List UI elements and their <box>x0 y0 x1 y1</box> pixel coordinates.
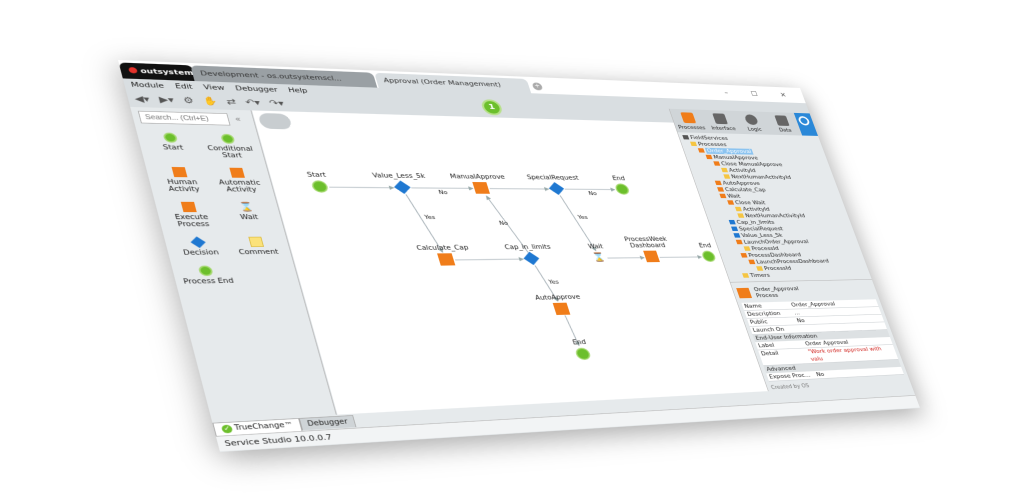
edge-label-no: No <box>437 189 449 196</box>
tree-node-icon <box>721 167 729 173</box>
edge-label-yes: Yes <box>547 279 560 286</box>
node-end[interactable]: End <box>588 175 652 195</box>
tree-node-icon <box>734 206 742 212</box>
decision-icon <box>190 236 206 249</box>
human-activity-icon <box>472 181 490 194</box>
decision-icon <box>394 180 411 194</box>
property-key: Detail <box>760 350 780 358</box>
tree-node-icon <box>697 148 705 153</box>
decision-icon <box>548 182 565 196</box>
publish-icon[interactable]: ✋ <box>202 96 219 107</box>
node-process-week-dashboard[interactable]: ProcessWeek Dashboard <box>616 236 683 263</box>
collapse-icon[interactable]: « <box>233 114 242 124</box>
back-icon[interactable]: ◀▾ <box>133 94 151 105</box>
tree-node-icon <box>748 259 756 265</box>
tree-node-icon <box>682 135 690 140</box>
tree-node-icon <box>735 239 743 245</box>
tool-decision[interactable]: Decision <box>167 236 231 257</box>
node-manual-approve[interactable]: ManualApprove <box>445 174 514 194</box>
menu-view[interactable]: View <box>202 83 226 92</box>
tree-item[interactable]: Timers <box>731 271 868 280</box>
property-value[interactable]: No <box>795 317 806 324</box>
property-value[interactable]: Order_Approval <box>790 300 837 309</box>
tool-execute-process[interactable]: Execute Process <box>158 201 223 228</box>
new-tab-button[interactable]: + <box>531 82 544 91</box>
tool-comment[interactable]: Comment <box>226 236 288 257</box>
tree-node-icon <box>723 174 731 179</box>
service-studio-window: outsystems Development - os.outsystemscl… <box>118 60 920 452</box>
execute-process-icon <box>180 201 197 213</box>
property-key: Expose Proc... <box>768 371 812 381</box>
edge-label-no: No <box>498 220 509 227</box>
window-controls[interactable]: – ☐ ✕ <box>723 88 798 99</box>
tool-automatic-activity[interactable]: Automatic Activity <box>207 167 270 193</box>
decision-icon <box>523 251 540 266</box>
start-icon <box>162 132 179 143</box>
tree-node-icon <box>740 253 748 258</box>
forward-icon[interactable]: ▶▾ <box>158 94 176 106</box>
tab-debugger[interactable]: Debugger <box>298 415 357 431</box>
gear-icon[interactable]: ⚙ <box>182 95 196 106</box>
menu-module[interactable]: Module <box>129 80 165 90</box>
hourglass-icon: ⌛ <box>238 202 256 213</box>
node-calculate-cap[interactable]: Calculate_Cap <box>409 245 481 266</box>
compare-icon[interactable]: ⇄ <box>225 97 238 108</box>
tool-human-activity[interactable]: Human Activity <box>149 166 214 193</box>
end-icon <box>197 265 214 277</box>
edge-special-wait <box>560 195 596 250</box>
node-cap-in-limits[interactable]: Cap_in_limits <box>495 244 564 266</box>
check-icon: ✓ <box>220 424 234 434</box>
hourglass-icon: ⌛ <box>591 251 608 263</box>
tree-node-icon <box>727 200 735 205</box>
tree-node-icon <box>731 226 739 231</box>
undo-icon[interactable]: ↶▾ <box>244 97 262 108</box>
automatic-activity-icon <box>229 167 245 178</box>
comment-icon <box>248 236 264 248</box>
tool-process-end[interactable]: Process End <box>175 265 239 286</box>
edge-label-yes: Yes <box>577 214 589 221</box>
tree-node-icon <box>742 273 750 278</box>
end-icon <box>700 250 717 262</box>
node-auto-approve[interactable]: AutoApprove <box>526 294 595 316</box>
tree-node-icon <box>728 219 736 225</box>
node-value-less-5k[interactable]: Value_Less_5k <box>365 173 437 194</box>
execute-process-icon <box>643 250 660 263</box>
tree-node-icon <box>690 141 698 147</box>
redo-icon[interactable]: ↷▾ <box>267 98 286 109</box>
menu-edit[interactable]: Edit <box>174 82 194 91</box>
search-input[interactable] <box>137 110 231 126</box>
tree-node-icon <box>733 233 741 238</box>
tool-start[interactable]: Start <box>140 132 205 159</box>
tree-node-icon <box>714 180 722 186</box>
edge-value-calc <box>406 194 443 252</box>
node-start[interactable]: Start <box>281 171 356 193</box>
process-icon <box>736 287 753 299</box>
tree-node-icon <box>756 266 764 271</box>
end-icon <box>574 347 592 361</box>
node-end[interactable]: End <box>547 338 616 361</box>
edge-label-yes: Yes <box>423 214 437 221</box>
node-special-request[interactable]: SpecialRequest <box>522 174 589 196</box>
conditional-start-icon <box>219 133 236 144</box>
automatic-activity-icon <box>552 302 571 316</box>
tree-node-icon <box>743 246 751 251</box>
tree-node-icon <box>717 187 725 192</box>
tree-node-icon <box>713 161 721 166</box>
human-activity-icon <box>171 166 188 178</box>
end-icon <box>613 183 631 195</box>
menu-help[interactable]: Help <box>287 86 309 95</box>
outsystems-logo[interactable]: outsystems <box>118 62 200 82</box>
tree-node-icon <box>719 193 727 199</box>
props-subtitle: Process <box>755 292 780 299</box>
tool-conditional-start[interactable]: Conditional Start <box>198 133 261 159</box>
property-value[interactable]: No <box>815 371 826 378</box>
automatic-activity-icon <box>437 253 456 266</box>
start-icon <box>310 180 330 193</box>
tool-wait[interactable]: ⌛Wait <box>238 202 260 221</box>
tree-node-icon <box>737 213 745 218</box>
menu-debugger[interactable]: Debugger <box>234 84 279 94</box>
tree-node-icon <box>705 154 713 160</box>
